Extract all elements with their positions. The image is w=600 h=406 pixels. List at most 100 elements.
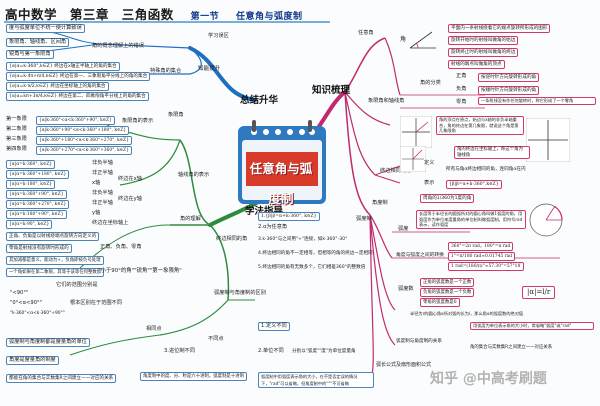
axis-item-1-desc: 非负半轴 — [92, 160, 113, 166]
quadrant-rep-node: 象限角的表示 — [122, 118, 154, 124]
cot-item-1: 1.{β|β=α+k·360°, k∈Z} — [258, 212, 320, 221]
axis-item-7: {α|α=k·90°, k∈Z} — [6, 220, 53, 229]
left-bottom-1: 弧度制与角度制都是度量角的单位 — [6, 338, 90, 347]
convert-f3: 1 rad=(180/π)°≈57.30°=57°18′ — [448, 262, 525, 271]
quadrant-axes-icon — [400, 116, 432, 148]
und-item-3: 零角是射线没有旋转时形成的 — [6, 244, 72, 253]
cot-item-3: 3.k·360°与之间用"+"连接，如k·360°-30° — [258, 237, 348, 242]
mis-item-4: 锐角与第一象限角 — [6, 50, 54, 59]
und-item-10: 根本区别在于范围不同 — [70, 300, 122, 306]
angle-item-1: 平面内一条射线绕着它的端点旋转所形成的图形 — [448, 24, 551, 33]
axis-angle-icon — [526, 118, 570, 162]
angle-item-3: 旋转终止时的射线叫做角的终边 — [448, 48, 519, 57]
radian-def-node: 弧度 — [398, 226, 409, 232]
bottom-note-1: 角度制中的度、分、秒是六十进制，弧度制是十进制 — [140, 372, 247, 381]
und-quote: "小于90°的角""锐角""第一象限角" — [98, 268, 182, 274]
branch-knowledge: 知识梳理 — [312, 85, 351, 96]
understanding-node: 角的理解 — [180, 216, 201, 222]
mis-item-3: 象限角、轴线角、区间角 — [6, 38, 70, 47]
quad-row-4-formula: {α|k·360°+270°<α<k·360°+360°, k∈Z} — [36, 146, 132, 155]
und-item-4: 其加减都是意义，能动为+，负角即按负号处理 — [6, 256, 104, 265]
range-1: "<90°" — [10, 290, 29, 296]
abs-formula: |α|=l/r — [522, 286, 556, 299]
left-bottom-2: 都能在角的集合与实数集R之间建立一一对应的关系 — [6, 374, 117, 383]
quad-row-2-formula: {α|k·360°+90°<α<k·360°+180°, k∈Z} — [36, 126, 130, 135]
calendar-icon — [238, 120, 326, 204]
branch-method: 学法指导 — [245, 203, 283, 217]
axis-item-6-desc: y轴 — [92, 210, 101, 216]
special-node: 特殊角的集合 — [150, 68, 182, 74]
und-item-1: 正角、负角、零角 — [100, 244, 142, 250]
radian-circle-icon — [529, 203, 563, 237]
class-name-3: 零角 — [456, 99, 467, 105]
rn-item-3: 零角的弧度数是0 — [420, 298, 460, 307]
quad-row-4-name: 第四象限 — [6, 146, 27, 152]
rel-item-2: 角的集合与实数集R之间建立一一对应关系 — [470, 345, 553, 350]
same-point-node: 相同点 — [146, 326, 162, 332]
axis-item-4: {α|α=k·360°+90°, k∈Z} — [6, 190, 67, 199]
quadrant-node: 象限角 — [168, 112, 184, 118]
axis-item-4-desc: 非负半轴 — [92, 190, 113, 196]
angle-diagram-icon — [409, 31, 436, 49]
axis-item-3-desc: x轴 — [92, 180, 101, 186]
page-header: 高中数学 第三章 三角函数 第一节 任意角与弧度制 — [5, 4, 311, 23]
axis-item-3: {α|α=k·180°, k∈Z} — [6, 180, 56, 189]
special-item-2: {α|α=k·4π+π/4,k∈Z} 终边在第一、三象限角平分线上的角的集合 — [6, 72, 151, 81]
axis-item-6: {α|α=k·180°+90°, k∈Z} — [6, 210, 67, 219]
rn-item-1: 正角的弧度数是一个正数 — [420, 278, 475, 287]
quad-row-3-name: 第三象限 — [6, 136, 27, 142]
axis-node: 轴线角的表示 — [178, 172, 210, 178]
diff-note-2: 不同点 — [208, 336, 224, 342]
range-2: "0°<α<90°" — [10, 300, 42, 306]
branch-summary: 总结升华 — [240, 95, 279, 106]
angle-node: 角 — [400, 36, 407, 43]
center-topic: 任意角与弧度制 — [249, 161, 313, 206]
angle-item-4: 射线的端点叫做角的顶点 — [448, 60, 505, 69]
chapter-title: 三角函数 — [121, 7, 174, 22]
rel-item-1: 用弧度为单位表示角的大小时，常省略"弧度"或"rad" — [470, 322, 594, 330]
quad-def: 角的顶点在原点，始边与x轴的非负半轴重合，角的终边在第几象限，就说这个角是第几象… — [436, 116, 524, 135]
relation-node: 弧度制与角度制的关系 — [396, 339, 442, 344]
und-item-11: 它们的范围分别是 — [56, 282, 98, 288]
diff-note-1: 分别以"弧度""度"为单位度量角 — [292, 349, 356, 354]
class-desc-3: 一条射线没有作任何旋转时，称它形成了一个零角 — [478, 97, 596, 105]
degree-text: 周角的1/360为1度的角 — [420, 194, 475, 203]
mis-item-2: 角的概念理解上的错误 — [92, 43, 144, 49]
same-scale-note: 角度是度量角的制度 — [6, 356, 59, 365]
special-item-3: {α|α=k·π/2,k∈Z} 终边在坐标轴上的角的集合 — [6, 82, 109, 91]
axis-on-y: 终边在y轴 — [118, 196, 142, 202]
def-text: 所有与角α终边相同的角，连同角α在内 — [446, 167, 526, 172]
quad-axis-node: 象限角和轴线角 — [368, 98, 405, 104]
axis-def: 角的终边在坐标轴上，称这个角为轴线角 — [454, 146, 530, 160]
cot-item-4: 4.终边相同的角不一定相等，但相等的角的终边一定相同 — [258, 251, 373, 256]
class-name-2: 负角 — [456, 86, 467, 92]
axis-item-2-desc: 非正半轴 — [92, 170, 113, 176]
class-desc-1: 按逆时针方向旋转形成的角 — [478, 73, 540, 82]
axis-on-x: 终边在x轴 — [118, 176, 142, 182]
axis-item-1: {α|α=k·360°, k∈Z} — [6, 160, 56, 169]
misconceptions-node: 学习误区 — [208, 33, 229, 39]
coterminal-node: 终边相同的角 — [216, 236, 248, 242]
quad-row-1-name: 第一象限 — [6, 116, 27, 122]
arc-formula-node: 弧长公式及扇形面积公式 — [376, 362, 432, 368]
kn-coterminal-node: 终边相同的角 — [380, 168, 412, 174]
section-title: 任意角与弧度制 — [236, 12, 303, 22]
axis-item-2: {α|α=k·360°+180°, k∈Z} — [6, 170, 70, 179]
convert-f1: 360°=2π rad，180°=π rad — [448, 242, 514, 251]
coterminal-icon — [400, 146, 426, 172]
abs-note: 半径为r的圆心角α所对弧的长为l，那么角α的弧度数的绝对值 — [410, 311, 524, 316]
class-desc-2: 按顺时针方向旋转形成的角 — [478, 86, 540, 95]
und-item-5: 一个角如果在第二象限，其等于该等任何整数加 — [6, 268, 105, 277]
cot-item-2: 2.α为任意角 — [258, 224, 288, 230]
special-item-1: {α|α=k·360°,k∈Z} 终边在x轴正半轴上的角的集合 — [6, 62, 120, 71]
arbitrary-angle-node: 任意角 — [358, 30, 374, 36]
radian-number-node: 弧度数 — [398, 286, 414, 292]
radian-text: 长度等于半径长的圆弧所对的圆心角叫做1弧度的角，用弧度作为单位来度量角的单位制叫… — [416, 210, 526, 229]
radian-vs-degree-node: 弧度制与角度制的区别 — [214, 290, 266, 296]
quad-row-3-formula: {α|k·360°+180°<α<k·360°+270°, k∈Z} — [36, 136, 132, 145]
convert-f2: 1°=π/180 rad≈0.01745 rad — [448, 252, 516, 261]
diff-item-2: 2.单位不同 — [258, 348, 284, 354]
bottom-note-2: 弧度制中用弧度表示角的大小，在不是否定误的情况下，"rad"可以省略，但角度制中… — [258, 372, 374, 388]
subject-title: 高中数学 — [5, 7, 58, 22]
